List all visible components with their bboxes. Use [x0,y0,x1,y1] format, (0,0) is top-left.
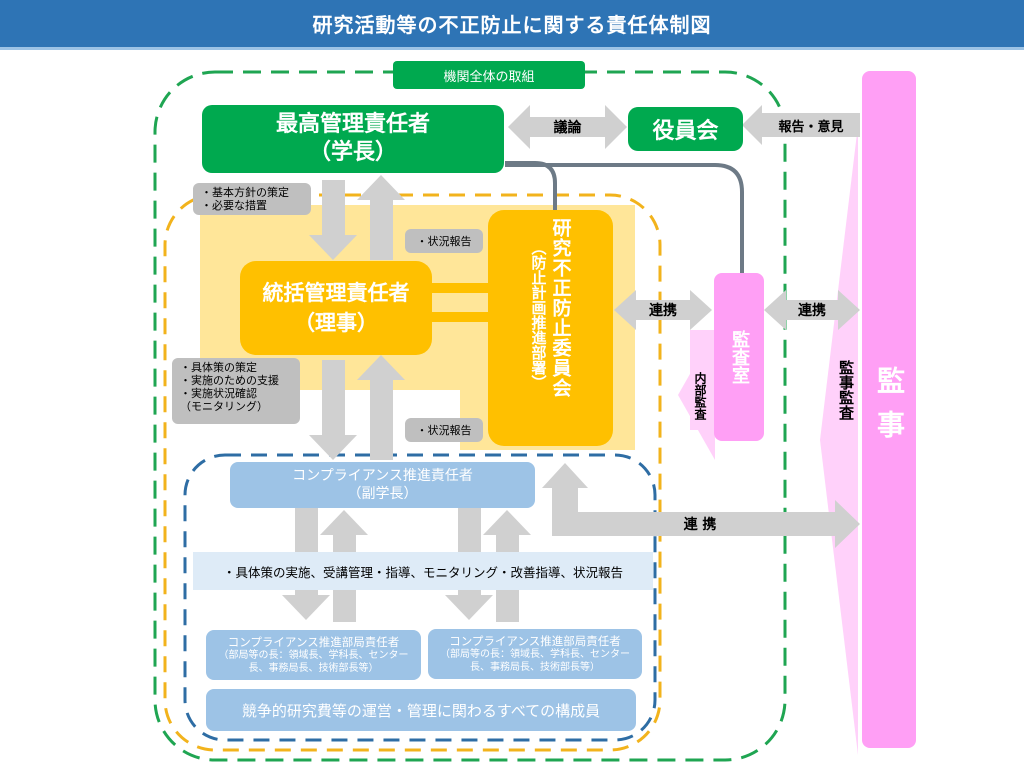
management-frame [163,193,662,752]
compliance-manager-title: コンプライアンス推進責任者 [292,468,473,484]
coop-label-1: 連携 [649,303,677,319]
compliance-manager-role: （副学長） [347,486,418,502]
dept-manager-box-2[interactable]: コンプライアンス推進部局責任者 （部局等の長：領域長、学科長、センター長、事務局… [428,629,642,679]
compliance-manager-box[interactable]: コンプライアンス推進責任者 （副学長） [230,462,535,508]
dept-manager-detail: （部局等の長：領域長、学科長、センター長、事務局長、技術部長等） [218,650,409,674]
top-manager-role: （学長） [308,140,397,165]
coop-label-2: 連携 [798,303,826,319]
general-manager-role: （理事） [294,311,378,335]
callout-measures: ・具体策の策定 ・実施のための支援 ・実施状況確認 （モニタリング） [172,358,300,424]
callout-policy: ・基本方針の策定 ・必要な措置 [193,183,311,215]
discussion-label: 議論 [553,120,582,136]
auditor-audit-wedge [820,125,858,755]
callout-report-1: ・状況報告 [405,229,483,253]
institution-label: 機関全体の取組 [393,61,585,89]
page-title: 研究活動等の不正防止に関する責任体制図 [0,0,1024,50]
general-manager-box[interactable]: 統括管理責任者 （理事） [240,261,432,355]
auditor-box[interactable]: 監事 [862,71,916,748]
top-manager-box[interactable]: 最高管理責任者 （学長） [202,105,504,173]
committee-box[interactable]: 研究不正防止委員会 （防止計画推進部署） [488,210,613,446]
callout-report-2: ・状況報告 [405,418,483,442]
committee-title: 研究不正防止委員会 [549,218,572,398]
auditor-audit-label: 監事監査 [837,360,855,420]
compliance-frame [183,453,657,742]
dept-manager-detail: （部局等の長：領域長、学科長、センター長、事務局長、技術部長等） [440,649,630,673]
committee-subtitle: （防止計画推進部署） [529,240,548,390]
auditor-title: 監事 [873,365,906,454]
top-manager-title: 最高管理責任者 [275,112,430,137]
board-box[interactable]: 役員会 [628,107,743,151]
general-manager-title: 統括管理責任者 [262,281,410,305]
report-opinion-label: 報告・意見 [778,119,844,135]
dept-manager-box-1[interactable]: コンプライアンス推進部局責任者 （部局等の長：領域長、学科長、センター長、事務局… [206,630,421,680]
audit-office-title: 監査室 [729,330,750,384]
internal-audit-label: 内部監査 [693,372,707,420]
all-members-box[interactable]: 競争的研究費等の運営・管理に関わるすべての構成員 [206,689,636,731]
dept-manager-title: コンプライアンス推進部局責任者 [227,635,400,649]
compliance-tasks: ・具体策の実施、受講管理・指導、モニタリング・改善指導、状況報告 [193,552,653,590]
dept-manager-title: コンプライアンス推進部局責任者 [449,634,621,648]
audit-office-box[interactable]: 監査室 [714,273,764,441]
coop-label-bottom: 連 携 [683,517,717,533]
